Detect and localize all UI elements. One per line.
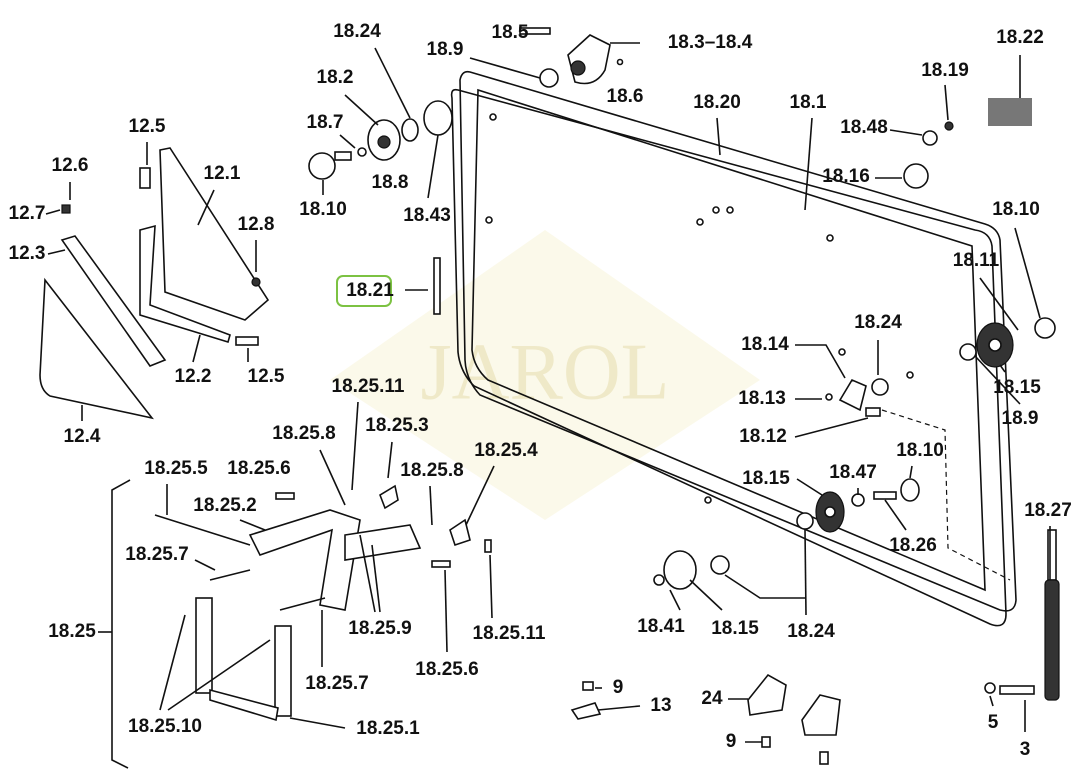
part-labels: 18.24 18.5 18.3–18.4 18.9 18.22 18.6 18.… [9,21,1072,760]
label-18-9: 18.9 [1002,408,1039,429]
label-18-8: 18.8 [372,172,409,193]
label-12-6: 12.6 [52,155,89,176]
label-18-24: 18.24 [787,621,835,642]
label-18-25-8: 18.25.8 [272,423,335,444]
label-18-16: 18.16 [822,166,870,187]
label-18-41: 18.41 [637,616,685,637]
watermark: JAROL [421,328,670,416]
label-18-25-1: 18.25.1 [356,718,420,739]
label-9: 9 [726,731,737,752]
label-18-25-6: 18.25.6 [415,659,478,680]
label-18-25-7: 18.25.7 [125,544,188,565]
label-18-25-2: 18.25.2 [193,495,256,516]
label-18-25-9: 18.25.9 [348,618,411,639]
label-18-48: 18.48 [840,117,888,138]
label-18-10: 18.10 [299,199,347,220]
label-13: 13 [650,695,671,716]
label-18-25-5: 18.25.5 [144,458,208,479]
label-12-4: 12.4 [64,426,101,447]
label-18-10: 18.10 [992,199,1040,220]
label-18-19: 18.19 [921,60,969,81]
label-18-15: 18.15 [993,377,1041,398]
label-12-8: 12.8 [238,214,275,235]
label-18-25-4: 18.25.4 [474,440,538,461]
label-18-1: 18.1 [790,92,827,113]
label-18-10: 18.10 [896,440,944,461]
label-18-27: 18.27 [1024,500,1072,521]
linkage-mechanism [154,484,492,722]
bracket-parts [570,673,841,765]
label-18-7: 18.7 [307,112,344,133]
label-12-2: 12.2 [175,366,212,387]
label-18-24: 18.24 [333,21,381,42]
label-18-26: 18.26 [889,535,937,556]
label-18-24: 18.24 [854,312,902,333]
leader-lines [45,42,1051,769]
label-12-5: 12.5 [129,116,166,137]
highlight-box [336,275,392,307]
label-24: 24 [701,688,723,709]
label-18-11: 18.11 [953,250,1000,271]
label-5: 5 [988,712,999,733]
quarter-window-parts [39,147,270,420]
label-9: 9 [613,677,624,698]
label-18-20: 18.20 [693,92,741,113]
label-18-2: 18.2 [317,67,354,88]
washer-parts-left [308,100,453,315]
washer-parts-right [653,98,1060,701]
label-18-25-8: 18.25.8 [400,460,463,481]
label-12-3: 12.3 [9,243,46,264]
label-18-25-11: 18.25.11 [473,623,546,644]
label-18-14: 18.14 [741,334,789,355]
label-12-1: 12.1 [204,163,241,184]
label-18-3-18-4: 18.3–18.4 [668,32,753,53]
label-18-25-11: 18.25.11 [332,376,405,397]
label-18-6: 18.6 [607,86,644,107]
label-18-22: 18.22 [996,27,1044,48]
label-18-47: 18.47 [829,462,877,483]
hinge-part [519,27,624,88]
watermark-diamond [330,230,760,520]
label-18-25-3: 18.25.3 [365,415,428,436]
label-18-15: 18.15 [711,618,759,639]
label-18-25-6: 18.25.6 [227,458,290,479]
label-18-15: 18.15 [742,468,790,489]
label-18-13: 18.13 [738,388,786,409]
label-3: 3 [1020,739,1031,760]
label-18-43: 18.43 [403,205,451,226]
label-18-25-7: 18.25.7 [305,673,368,694]
rear-window-glass [450,70,1017,627]
label-18-25: 18.25 [48,621,96,642]
label-18-5: 18.5 [492,22,529,43]
label-18-9: 18.9 [427,39,464,60]
label-12-5: 12.5 [248,366,285,387]
label-18-25-10: 18.25.10 [128,716,202,737]
label-18-12: 18.12 [739,426,787,447]
label-12-7: 12.7 [9,203,46,224]
label-18-21: 18.21 [346,280,394,301]
